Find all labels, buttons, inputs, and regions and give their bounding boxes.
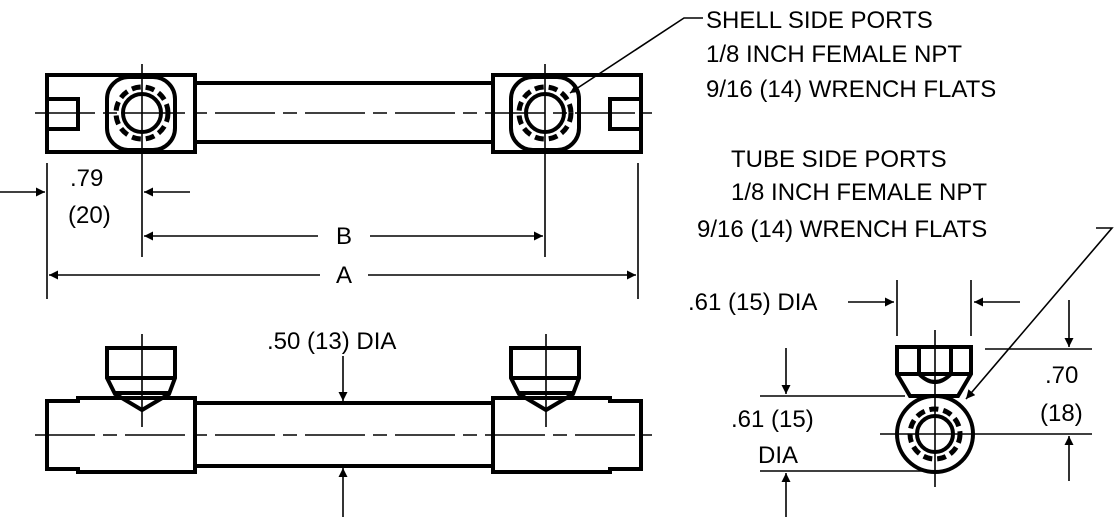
dim-port-height-in: .70 [1045,362,1078,389]
dim-overall-length: A [336,262,352,289]
tube-callout-line-3: 9/16 (14) WRENCH FLATS [697,216,987,243]
shell-callout-line-2: 1/8 INCH FEMALE NPT [706,41,962,68]
dim-port-offset-mm: (20) [68,202,111,229]
left-header-side [45,396,197,474]
dim-port-height-mm: (18) [1040,400,1083,427]
dim-hex-width: .61 (15) DIA [688,289,817,316]
left-end-slot [45,97,80,131]
dim-body-dia-line-1: .61 (15) [731,406,814,433]
right-shell-port-icon [509,64,581,257]
tube-callout-line-2: 1/8 INCH FEMALE NPT [731,179,987,206]
right-port-fitting-icon [509,334,581,427]
dim-port-spacing: B [336,223,352,250]
end-view [880,330,1092,487]
dim-body-dia-line-2: DIA [758,442,798,469]
tube-port-leader [965,227,1114,400]
left-port-fitting-icon [105,334,177,427]
dim-port-offset-in: .79 [70,165,103,192]
tube-callout-line-1: TUBE SIDE PORTS [731,146,947,173]
shell-callout-line-1: SHELL SIDE PORTS [706,7,933,34]
dim-tube-dia: .50 (13) DIA [267,328,396,355]
side-view [35,334,652,474]
end-hex-fitting [895,345,973,398]
shell-port-leader [569,17,703,94]
right-end-slot [608,97,643,131]
shell-callout-line-3: 9/16 (14) WRENCH FLATS [706,76,996,103]
top-view [35,64,652,257]
left-shell-port-icon [105,64,177,257]
right-header-side [491,396,643,474]
